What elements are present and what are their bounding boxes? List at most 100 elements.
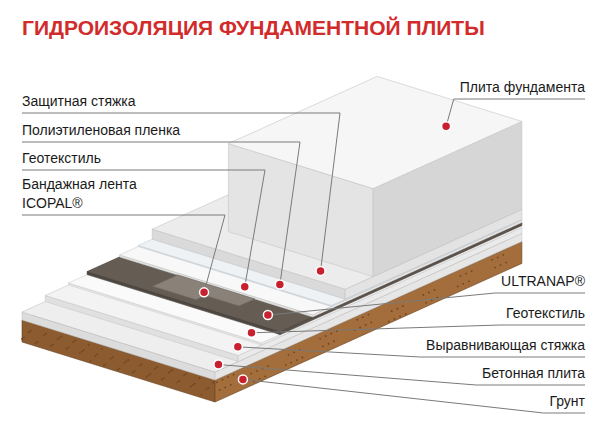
soil-texture: [322, 345, 324, 347]
soil-texture: [494, 267, 496, 269]
soil-texture: [127, 359, 129, 361]
layer-label: ULTRANAP®: [501, 272, 585, 291]
soil-texture: [154, 368, 156, 370]
soil-texture: [399, 316, 401, 318]
leader-dot: [247, 328, 256, 337]
soil-texture: [45, 333, 47, 335]
leader-dot: [214, 360, 223, 369]
soil-texture: [21, 338, 23, 340]
soil-texture: [170, 370, 172, 372]
soil-texture: [425, 302, 427, 304]
soil-texture: [190, 386, 192, 388]
soil-texture: [491, 259, 493, 261]
soil-texture: [267, 365, 269, 367]
soil-texture: [224, 386, 226, 388]
leader-line: [22, 215, 225, 292]
soil-texture: [319, 338, 321, 340]
soil-texture: [110, 358, 112, 360]
soil-texture: [219, 389, 221, 391]
soil-texture: [330, 333, 332, 335]
soil-texture: [141, 363, 143, 365]
soil-texture: [368, 314, 370, 316]
leader-line: [218, 365, 585, 385]
soil-texture: [30, 330, 32, 332]
soil-texture: [194, 383, 196, 385]
soil-texture: [105, 363, 107, 365]
leader-line: [22, 170, 265, 287]
soil-texture: [227, 376, 229, 378]
soil-texture: [192, 384, 194, 386]
soil-texture: [28, 331, 30, 333]
soil-texture: [201, 394, 203, 396]
leader-dot: [233, 342, 242, 351]
soil-texture: [163, 377, 165, 379]
soil-texture: [288, 354, 290, 356]
soil-texture: [394, 318, 396, 320]
soil-texture: [296, 359, 298, 361]
soil-texture: [468, 280, 470, 282]
soil-texture: [43, 334, 45, 336]
layer-label: Геотекстиль: [22, 149, 101, 168]
soil-texture: [233, 374, 235, 376]
soil-texture: [259, 378, 261, 380]
soil-texture: [333, 340, 335, 342]
leader-dot: [442, 122, 451, 131]
soil-texture: [502, 254, 504, 256]
soil-texture: [207, 387, 209, 389]
leader-line: [22, 113, 340, 271]
soil-texture: [88, 344, 90, 346]
soil-texture: [222, 379, 224, 381]
soil-texture: [462, 283, 464, 285]
soil-texture: [146, 376, 148, 378]
soil-texture: [388, 321, 390, 323]
soil-texture: [161, 379, 163, 381]
soil-texture: [465, 273, 467, 275]
layer-label: Выравнивающая стяжка: [426, 336, 585, 355]
soil-texture: [168, 372, 170, 374]
soil-texture: [293, 351, 295, 353]
soil-texture: [457, 285, 459, 287]
layer-label: Бандажная лента ICOPAL®: [22, 175, 162, 213]
soil-texture: [256, 370, 258, 372]
soil-texture: [52, 344, 54, 346]
soil-texture: [176, 381, 178, 383]
layer-label: Полиэтиленовая пленка: [22, 121, 180, 140]
soil-texture: [356, 319, 358, 321]
soil-texture: [37, 341, 39, 343]
soil-texture: [96, 354, 98, 356]
soil-texture: [365, 324, 367, 326]
soil-texture: [428, 292, 430, 294]
soil-texture: [23, 337, 25, 339]
soil-texture: [212, 382, 214, 384]
soil-texture: [83, 349, 85, 351]
soil-texture: [325, 335, 327, 337]
soil-texture: [185, 373, 187, 375]
leader-line: [252, 325, 586, 333]
leader-dot: [263, 311, 272, 320]
soil-texture: [74, 340, 76, 342]
soil-texture: [391, 310, 393, 312]
soil-texture: [119, 367, 121, 369]
soil-texture: [90, 360, 92, 362]
soil-texture: [199, 377, 201, 379]
soil-texture: [94, 355, 96, 357]
leader-dot: [316, 266, 325, 275]
soil-texture: [205, 388, 207, 390]
layer-label: Бетонная плита: [482, 364, 585, 383]
soil-texture: [50, 345, 52, 347]
soil-texture: [302, 357, 304, 359]
soil-texture: [396, 308, 398, 310]
title: ГИДРОИЗОЛЯЦИЯ ФУНДАМЕНТНОЙ ПЛИТЫ: [22, 16, 485, 40]
soil-texture: [422, 294, 424, 296]
soil-texture: [117, 369, 119, 371]
soil-texture: [230, 384, 232, 386]
soil-texture: [79, 352, 81, 354]
soil-texture: [359, 327, 361, 329]
soil-texture: [72, 341, 74, 343]
leader-line: [22, 142, 300, 285]
layer-label: Геотекстиль: [506, 304, 585, 323]
soil-texture: [101, 348, 103, 350]
soil-texture: [370, 322, 372, 324]
leader-dot: [275, 280, 284, 289]
